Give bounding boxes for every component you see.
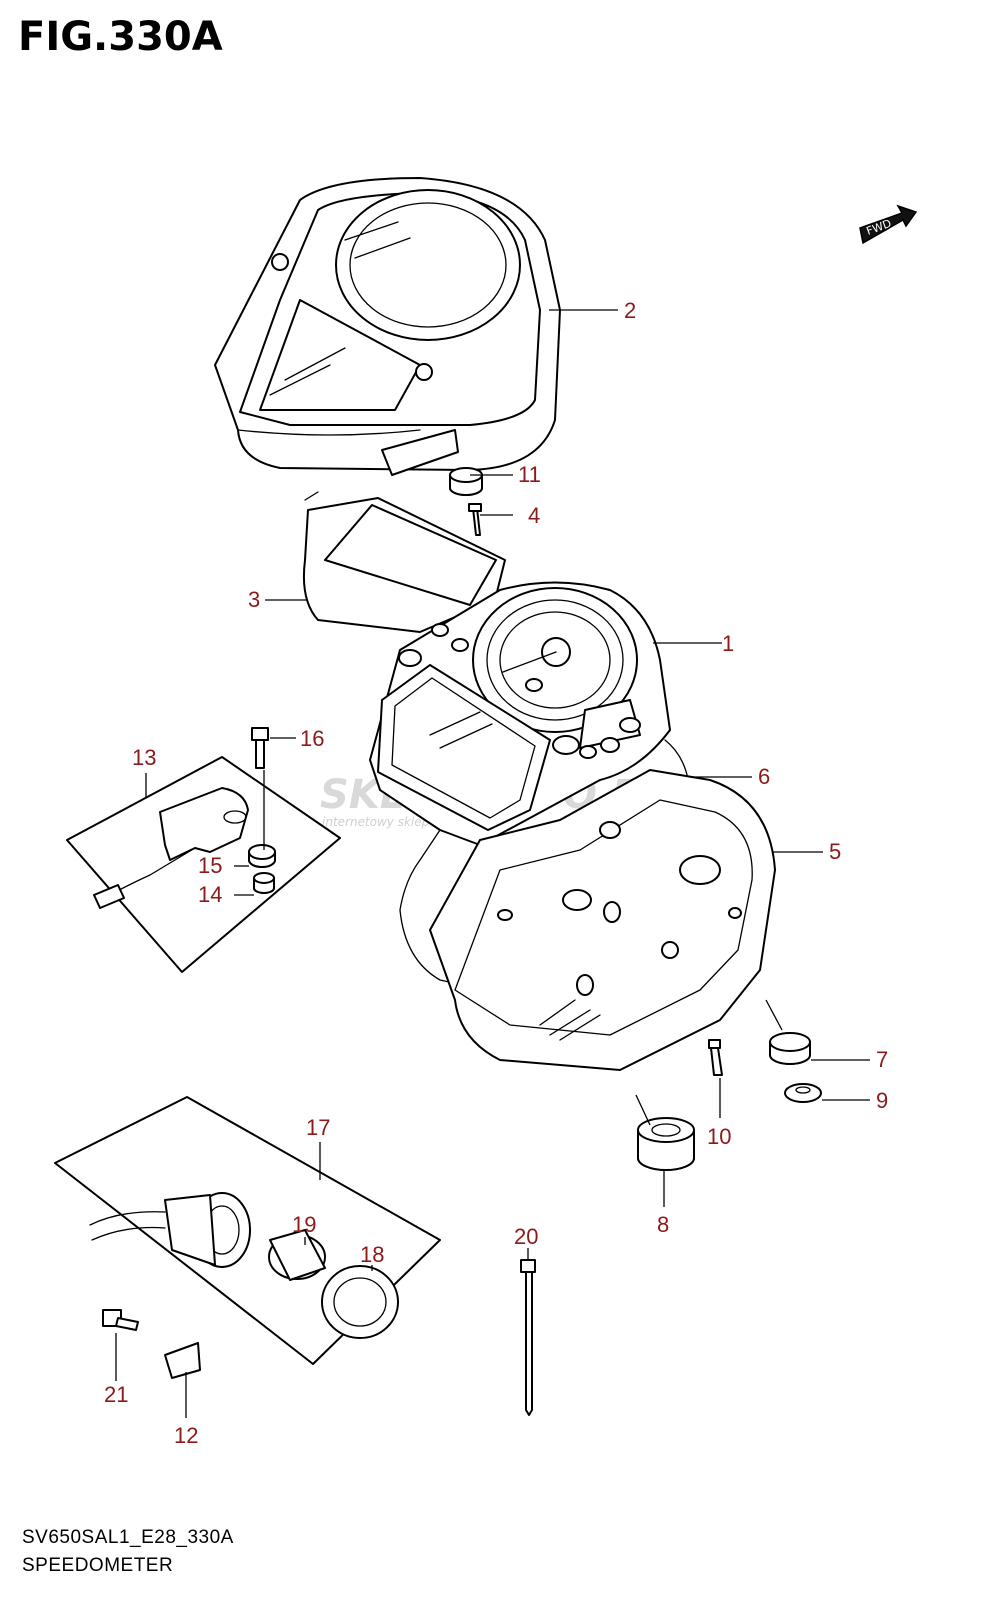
part-10-screw — [708, 1039, 723, 1076]
box-17-socket-assembly — [54, 1096, 441, 1365]
part-2-meter-cover — [214, 177, 561, 476]
callout-5: 5 — [829, 839, 841, 864]
figure-name: SPEEDOMETER — [22, 1555, 174, 1576]
callout-13: 13 — [132, 745, 156, 770]
callout-16: 16 — [300, 726, 324, 751]
part-11-grommet — [449, 467, 483, 496]
figure-title: FIG.330A — [18, 14, 223, 60]
callout-labels: 1 2 3 4 5 6 7 8 9 10 11 12 13 14 15 16 1… — [104, 298, 888, 1448]
callout-21: 21 — [104, 1382, 128, 1407]
callout-9: 9 — [876, 1088, 888, 1113]
part-9-collar — [784, 1083, 822, 1103]
fwd-arrow-icon: FWD — [859, 204, 918, 245]
callout-20: 20 — [514, 1224, 538, 1249]
part-1-speedometer-unit — [369, 581, 671, 846]
callout-12: 12 — [174, 1423, 198, 1448]
part-8-grommet — [637, 1117, 695, 1171]
callout-6: 6 — [758, 764, 770, 789]
part-16-bolt — [251, 727, 269, 769]
part-15-grommet — [248, 844, 276, 868]
part-7-grommet — [769, 1032, 811, 1065]
box-13-sensor-assembly — [66, 756, 341, 973]
callout-18: 18 — [360, 1242, 384, 1267]
callout-11: 11 — [518, 462, 541, 487]
callout-14: 14 — [198, 882, 222, 907]
part-14-collar — [253, 872, 275, 894]
callout-2: 2 — [624, 298, 636, 323]
callout-7: 7 — [876, 1047, 888, 1072]
callout-1: 1 — [722, 631, 734, 656]
callout-4: 4 — [528, 503, 540, 528]
callout-19: 19 — [292, 1212, 316, 1237]
callout-17: 17 — [306, 1115, 330, 1140]
part-4-screw — [468, 503, 482, 536]
callout-3: 3 — [248, 587, 260, 612]
part-20-cable-tie — [520, 1259, 536, 1416]
callout-10: 10 — [707, 1124, 731, 1149]
callout-15: 15 — [198, 853, 222, 878]
part-5-lower-case — [429, 769, 776, 1071]
leader-lines — [115, 309, 870, 1418]
callout-8: 8 — [657, 1212, 669, 1237]
part-21-bolt — [102, 1309, 139, 1331]
part-12-clip — [164, 1342, 201, 1379]
figure-code: SV650SAL1_E28_330A — [22, 1527, 234, 1548]
